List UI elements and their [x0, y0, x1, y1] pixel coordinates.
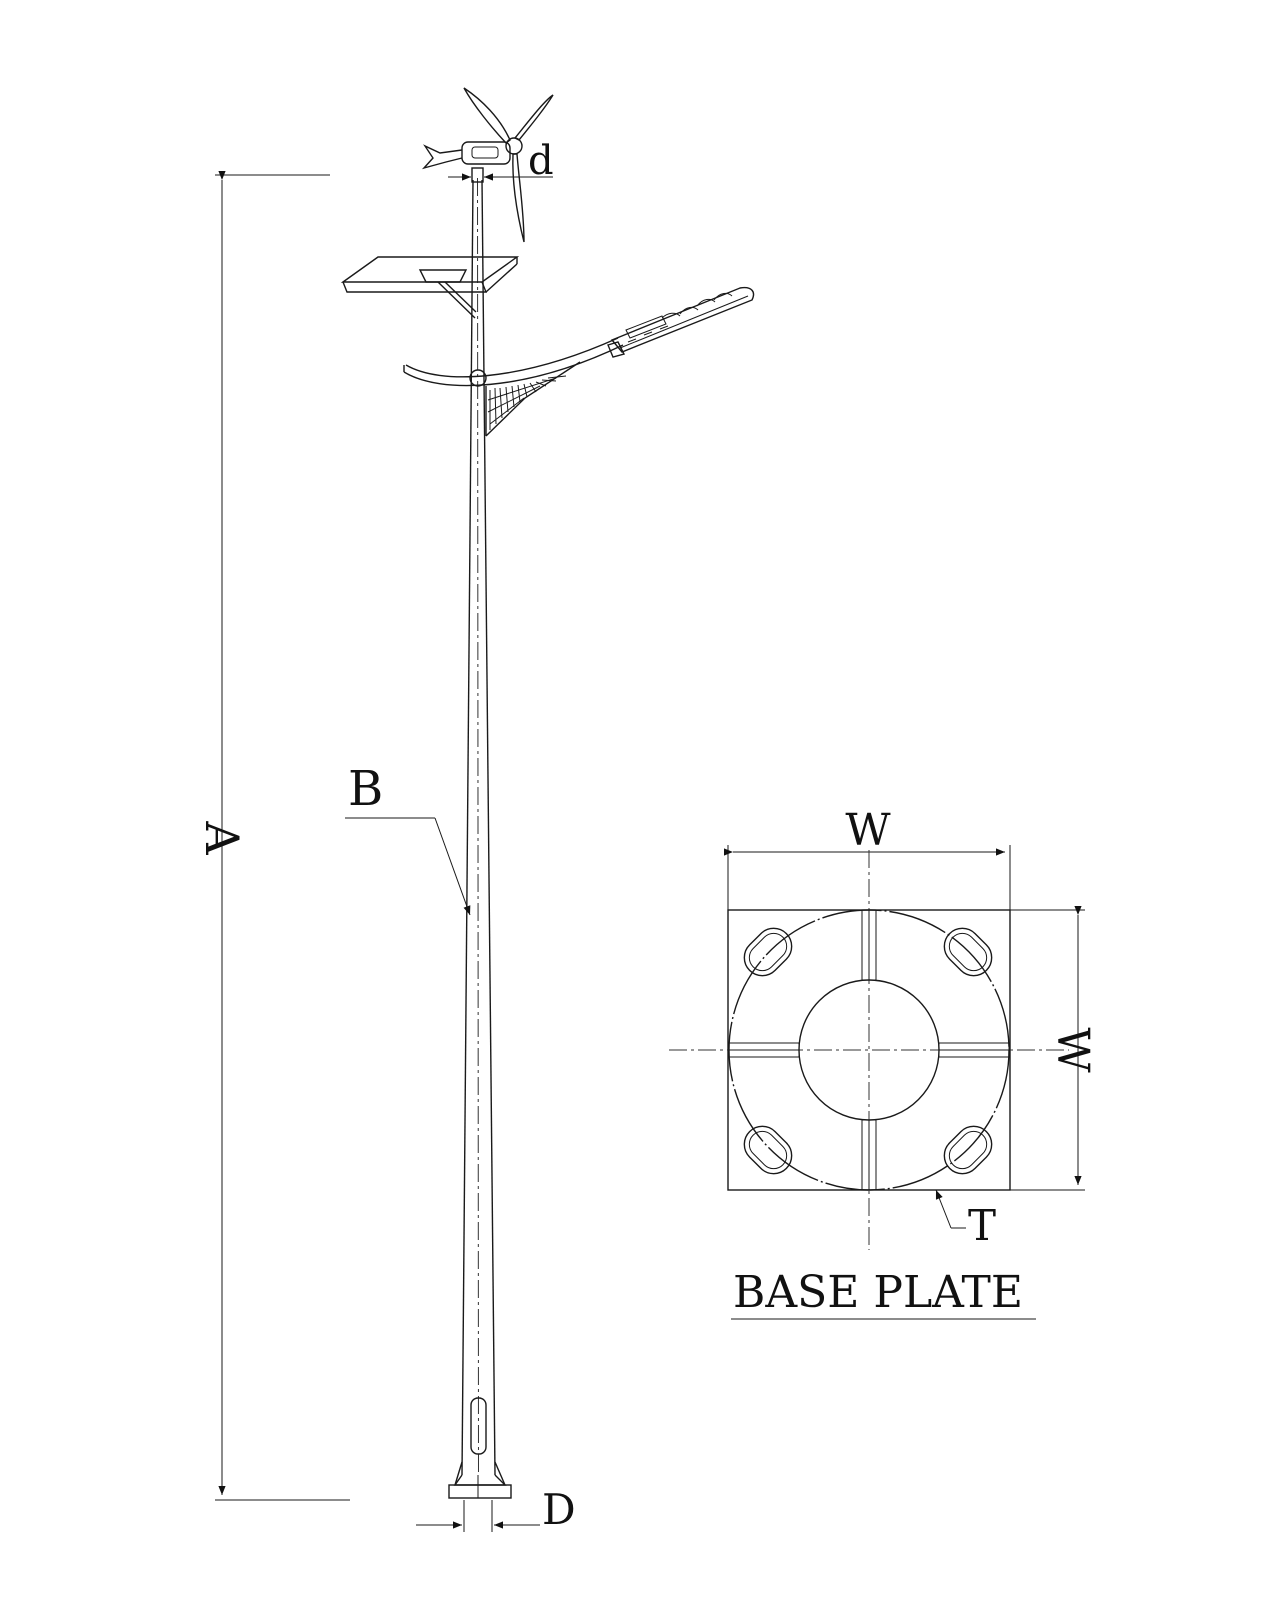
label-w-horizontal: W — [845, 805, 891, 856]
base-plate-view: W W — [669, 805, 1098, 1320]
turbine-blade-2 — [513, 94, 554, 141]
label-d-small: d — [528, 138, 554, 184]
label-a: A — [195, 820, 249, 855]
pole-shaft — [448, 177, 512, 1499]
label-d-large: D — [542, 1485, 576, 1534]
bolt-slot-tr — [943, 927, 993, 977]
bolt-slot-br — [943, 1125, 993, 1175]
shaft-leader: B — [345, 761, 471, 916]
bolt-slot-bl — [743, 1125, 793, 1175]
turbine-blade-3 — [512, 153, 525, 243]
turbine-blade-1 — [463, 87, 511, 144]
base-plate-title: BASE PLATE — [733, 1267, 1023, 1318]
led-luminaire — [607, 286, 755, 358]
bolt-slot-tl — [743, 927, 793, 977]
label-t: T — [968, 1201, 996, 1250]
turbine-tail — [421, 144, 463, 170]
solar-panel — [340, 256, 520, 319]
label-b: B — [348, 761, 383, 817]
pole-base-flange — [448, 1484, 512, 1499]
lamp-arm — [403, 337, 624, 437]
turbine-nacelle — [461, 141, 511, 165]
height-dimension: A — [195, 171, 350, 1501]
arm-clamp — [469, 369, 487, 387]
bottom-diameter-dimension: D — [416, 1485, 576, 1534]
wind-turbine — [421, 87, 554, 243]
top-diameter-dimension: d — [448, 138, 554, 184]
hand-hole — [470, 1397, 487, 1455]
